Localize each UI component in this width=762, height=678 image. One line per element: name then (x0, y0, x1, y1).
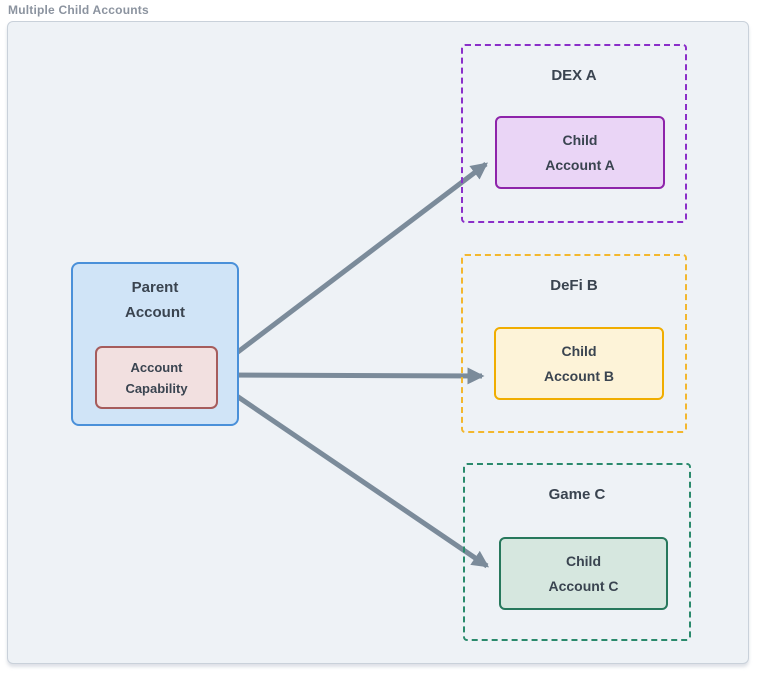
arrow-to-child-c (220, 383, 490, 569)
diagram-canvas: Parent Account Account Capability DEX A … (7, 21, 749, 664)
group-game-c-label: Game C (548, 486, 606, 503)
child-account-a-node: Child Account A (495, 116, 665, 189)
child-account-c-node: Child Account C (499, 537, 668, 610)
child-account-c-label: Child Account C (548, 552, 619, 594)
group-game-c: Game C Child Account C (463, 463, 691, 641)
group-defi-b-label: DeFi B (550, 277, 598, 294)
figure-title: Multiple Child Accounts (8, 3, 149, 17)
account-capability-node: Account Capability (95, 346, 218, 409)
account-capability-label: Account Capability (125, 359, 188, 396)
group-dex-a-label: DEX A (551, 67, 597, 84)
arrow-to-child-b (221, 367, 485, 385)
parent-account-node: Parent Account Account Capability (71, 262, 239, 426)
parent-account-label: Parent Account (125, 279, 185, 321)
child-account-b-label: Child Account B (544, 342, 614, 384)
child-account-b-node: Child Account B (494, 327, 664, 400)
group-dex-a: DEX A Child Account A (461, 44, 687, 223)
group-defi-b: DeFi B Child Account B (461, 254, 687, 433)
arrow-to-child-a (220, 162, 488, 366)
child-account-a-label: Child Account A (545, 131, 615, 173)
